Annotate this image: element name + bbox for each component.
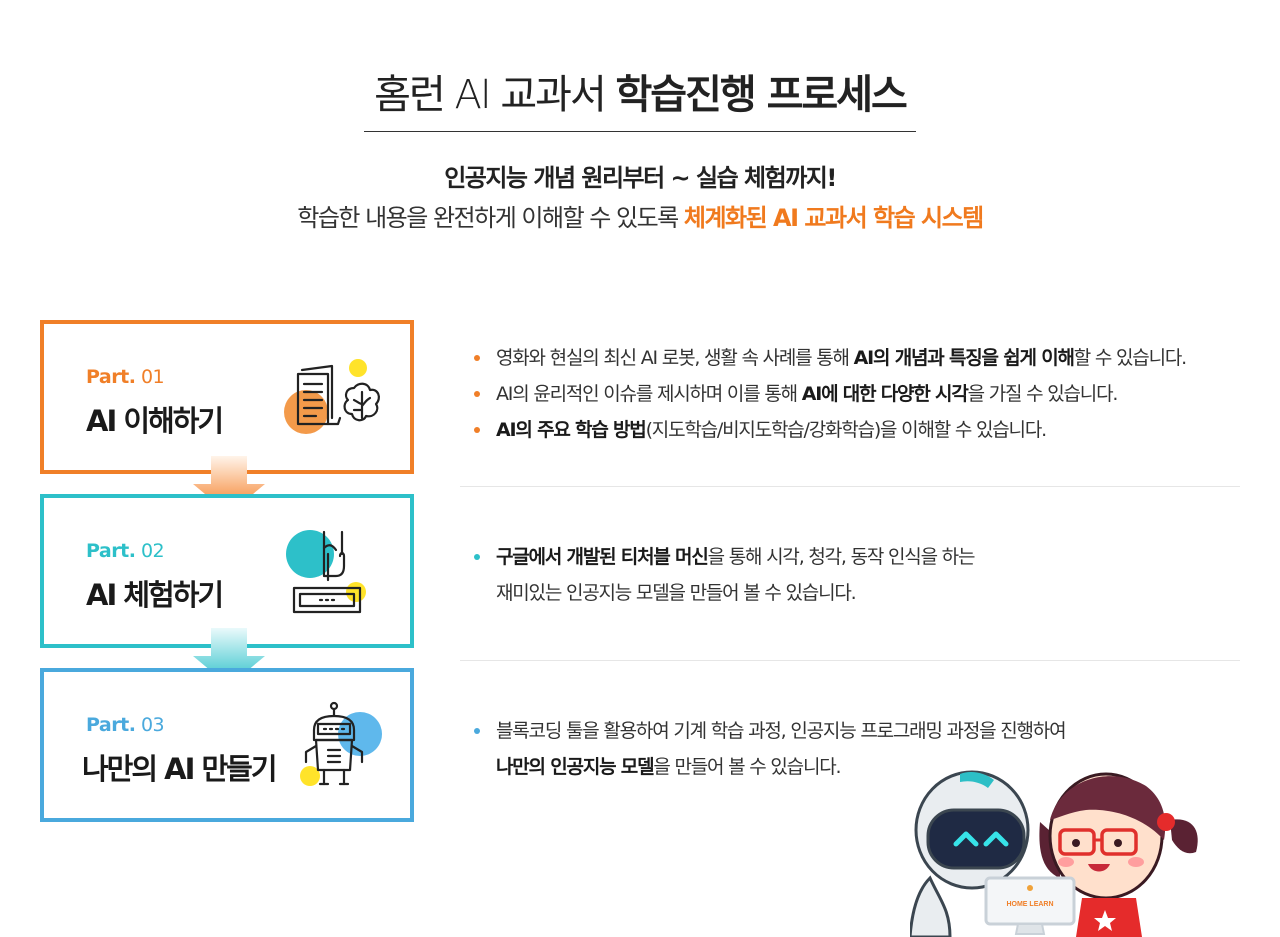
hand-keyboard-icon [286,530,366,614]
part-02-description: 구글에서 개발된 티처블 머신을 통해 시각, 청각, 동작 인식을 하는 재미… [474,539,1254,611]
subtitle-plain: 학습한 내용을 완전하게 이해할 수 있도록 [297,204,684,232]
subtitle-headline: 인공지능 개념 원리부터 ~ 실습 체험까지! [444,164,837,192]
robot-and-girl-mascot-icon: HOME LEARN [910,770,1198,937]
part-card-03: Part. 03 나만의 AI 만들기 [40,668,414,822]
part-number: 02 [140,540,165,562]
part-prefix: Part. [86,714,136,736]
bullet-dot [474,554,480,560]
subtitle-description: 학습한 내용을 완전하게 이해할 수 있도록 체계화된 AI 교과서 학습 시스… [0,198,1280,233]
section-divider [460,660,1240,661]
book-brain-icon [284,359,380,434]
part-title: 나만의 AI 만들기 [82,752,278,786]
part-number: 01 [140,366,165,388]
part-card-01: Part. 01 AI 이해하기 [40,320,414,474]
list-item: AI의 주요 학습 방법(지도학습/비지도학습/강화학습)을 이해할 수 있습니… [474,412,1254,448]
robot-icon [300,701,382,786]
list-item: 영화와 현실의 최신 AI 로봇, 생활 속 사례를 통해 AI의 개념과 특징… [474,340,1254,376]
arrow-down-icon [193,628,265,686]
bullet-dot [474,427,480,433]
title-bold: 학습진행 프로세스 [615,72,907,118]
bullet-dot [474,391,480,397]
part-prefix: Part. [86,540,136,562]
part-title: AI 이해하기 [86,404,224,438]
bullet-dot [474,355,480,361]
part-number: 03 [140,714,165,736]
section-divider [460,486,1240,487]
list-item-continued: 나만의 인공지능 모델을 만들어 볼 수 있습니다. [496,756,842,778]
monitor-icon: HOME LEARN [984,876,1076,935]
title-divider [364,131,916,132]
part-01-description: 영화와 현실의 최신 AI 로봇, 생활 속 사례를 통해 AI의 개념과 특징… [474,340,1254,448]
part-label: Part. 03 [86,714,165,736]
bullet-dot [474,728,480,734]
part-prefix: Part. [86,366,136,388]
list-item: AI의 윤리적인 이슈를 제시하며 이를 통해 AI에 대한 다양한 시각을 가… [474,376,1254,412]
part-label: Part. 01 [86,366,165,388]
arrow-down-icon [193,456,265,514]
title-light: 홈런 AI 교과서 [374,72,616,118]
part-03-description: 블록코딩 툴을 활용하여 기계 학습 과정, 인공지능 프로그래밍 과정을 진행… [474,713,1254,785]
part-label: Part. 02 [86,540,165,562]
list-item: 구글에서 개발된 티처블 머신을 통해 시각, 청각, 동작 인식을 하는 [474,539,1254,575]
part-card-02: Part. 02 AI 체험하기 [40,494,414,648]
robot-mascot [910,770,1030,937]
part-title: AI 체험하기 [86,578,224,612]
page-title: 홈런 AI 교과서 학습진행 프로세스 [0,62,1280,120]
girl-mascot [1039,772,1198,937]
subtitle-highlight: 체계화된 AI 교과서 학습 시스템 [683,204,984,232]
list-item-continued: 재미있는 인공지능 모델을 만들어 볼 수 있습니다. [496,582,857,604]
list-item: 블록코딩 툴을 활용하여 기계 학습 과정, 인공지능 프로그래밍 과정을 진행… [474,713,1254,749]
monitor-logo-text: HOME LEARN [1006,901,1053,908]
